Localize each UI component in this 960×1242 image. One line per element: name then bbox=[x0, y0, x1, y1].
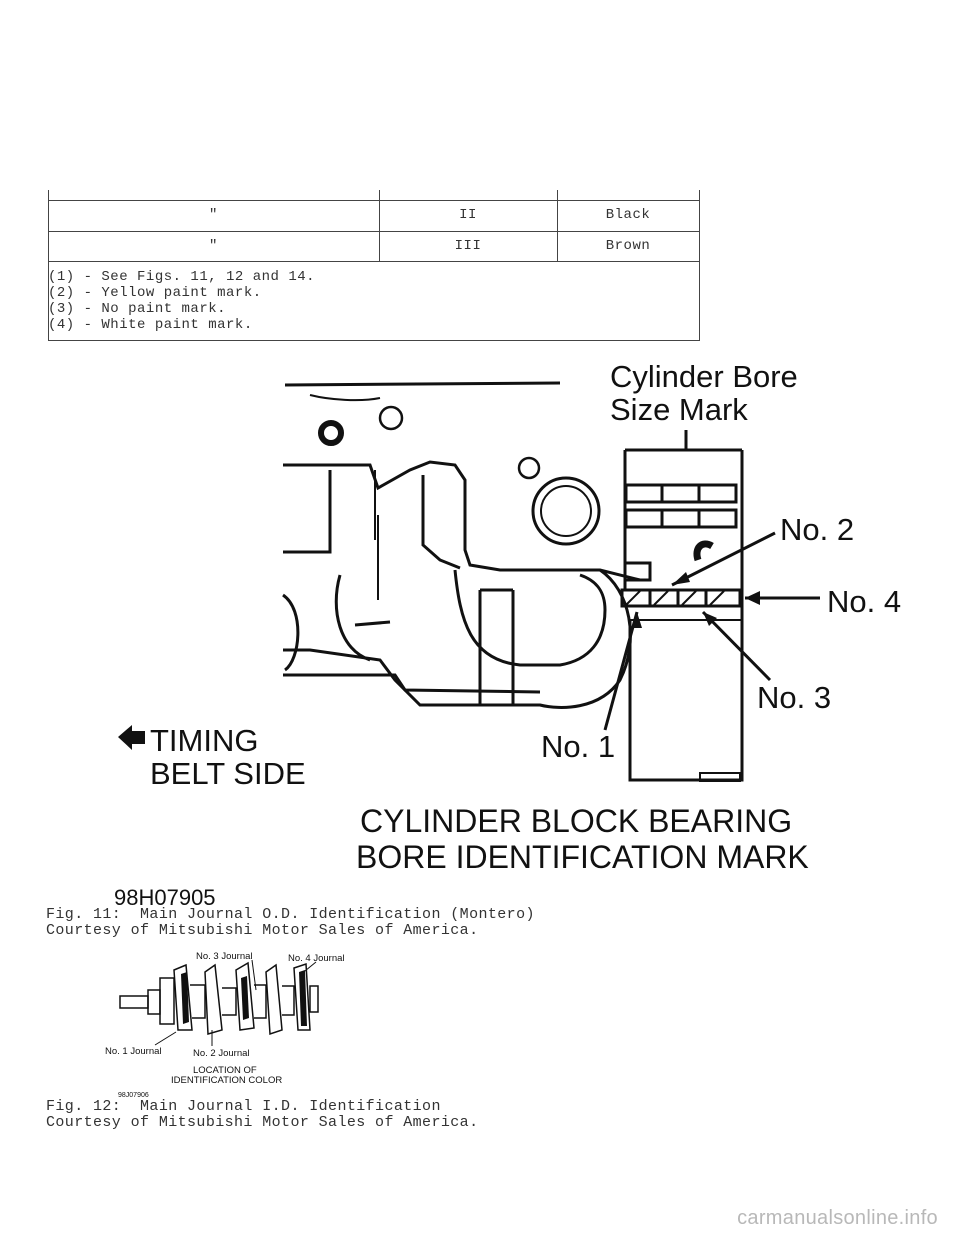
block-outline bbox=[453, 569, 607, 667]
label-no3: No. 3 bbox=[757, 680, 831, 715]
figure-heading: BORE IDENTIFICATION MARK bbox=[356, 839, 809, 875]
table-rule bbox=[48, 261, 699, 262]
block-outline bbox=[283, 470, 332, 554]
bolt-hole bbox=[378, 405, 404, 431]
journal-label: No. 3 Journal bbox=[196, 951, 253, 962]
leader-line bbox=[603, 611, 639, 731]
label-no2: No. 2 bbox=[780, 512, 854, 547]
leader-line bbox=[251, 959, 257, 991]
table-cell: III bbox=[454, 238, 482, 254]
label-no1: No. 1 bbox=[541, 729, 615, 764]
leader-line bbox=[154, 1031, 177, 1046]
block-outline bbox=[282, 593, 300, 672]
block-outline bbox=[283, 460, 641, 582]
figure-caption: Fig. 11: Main Journal O.D. Identificatio… bbox=[46, 906, 535, 923]
table-cell: II bbox=[459, 207, 477, 223]
table-cell: " bbox=[209, 238, 218, 254]
left-arrow-icon bbox=[118, 725, 145, 750]
figure-caption-credit: Courtesy of Mitsubishi Motor Sales of Am… bbox=[46, 1114, 479, 1131]
table-rule bbox=[48, 340, 699, 341]
leader-line bbox=[299, 961, 317, 976]
journal-label: No. 4 Journal bbox=[288, 953, 345, 964]
timing-belt-label: BELT SIDE bbox=[150, 756, 306, 791]
table-note: (3) - No paint mark. bbox=[48, 301, 227, 317]
bolt-hole bbox=[693, 540, 714, 562]
bore-size-title: Size Mark bbox=[610, 392, 748, 427]
block-outline bbox=[354, 620, 391, 627]
table-rule bbox=[48, 231, 699, 232]
figure-caption: Fig. 12: Main Journal I.D. Identificatio… bbox=[46, 1098, 441, 1115]
journal-label: No. 1 Journal bbox=[105, 1046, 162, 1057]
figure-heading: LOCATION OF bbox=[193, 1065, 257, 1076]
leader-line bbox=[701, 610, 772, 682]
table-rule bbox=[379, 190, 380, 262]
bore-circle bbox=[531, 476, 601, 546]
block-outline bbox=[334, 574, 371, 662]
journal-label: No. 2 Journal bbox=[193, 1048, 250, 1059]
figure-code: 98J07906 bbox=[118, 1092, 149, 1099]
figure-heading: CYLINDER BLOCK BEARING bbox=[360, 803, 792, 839]
figure-heading: IDENTIFICATION COLOR bbox=[171, 1075, 282, 1086]
table-note: (2) - Yellow paint mark. bbox=[48, 285, 262, 301]
bolt-hole bbox=[318, 420, 344, 446]
watermark: carmanualsonline.info bbox=[737, 1207, 938, 1229]
block-outline bbox=[284, 381, 561, 387]
block-outline bbox=[283, 673, 541, 694]
mark-block bbox=[628, 620, 700, 782]
mark-block bbox=[623, 430, 744, 782]
bearing-bore-mark bbox=[620, 588, 742, 608]
timing-belt-label: TIMING bbox=[150, 723, 259, 758]
table-rule bbox=[48, 200, 699, 201]
table-cell: Black bbox=[605, 207, 651, 223]
table-cell: Brown bbox=[605, 238, 651, 254]
table-rule bbox=[557, 190, 558, 262]
table-rule bbox=[699, 190, 700, 341]
table-rule bbox=[48, 190, 49, 341]
label-no4: No. 4 bbox=[827, 584, 901, 619]
small-mark bbox=[623, 561, 652, 582]
bolt-hole bbox=[517, 456, 541, 480]
leader-line bbox=[671, 531, 776, 587]
bore-size-mark bbox=[624, 483, 738, 504]
bore-size-title: Cylinder Bore bbox=[610, 359, 798, 394]
block-outline bbox=[309, 394, 381, 402]
table-note: (4) - White paint mark. bbox=[48, 317, 253, 333]
bore-size-mark bbox=[624, 508, 738, 529]
block-outline bbox=[421, 475, 461, 570]
table-note: (1) - See Figs. 11, 12 and 14. bbox=[48, 269, 316, 285]
table-cell: " bbox=[209, 207, 218, 223]
figure-code: 98H07905 bbox=[114, 885, 216, 910]
block-outline bbox=[478, 588, 515, 705]
crankshaft-illustration bbox=[119, 961, 319, 1036]
bore-circle bbox=[540, 485, 592, 537]
block-outline bbox=[374, 470, 379, 600]
figure-caption-credit: Courtesy of Mitsubishi Motor Sales of Am… bbox=[46, 922, 479, 939]
